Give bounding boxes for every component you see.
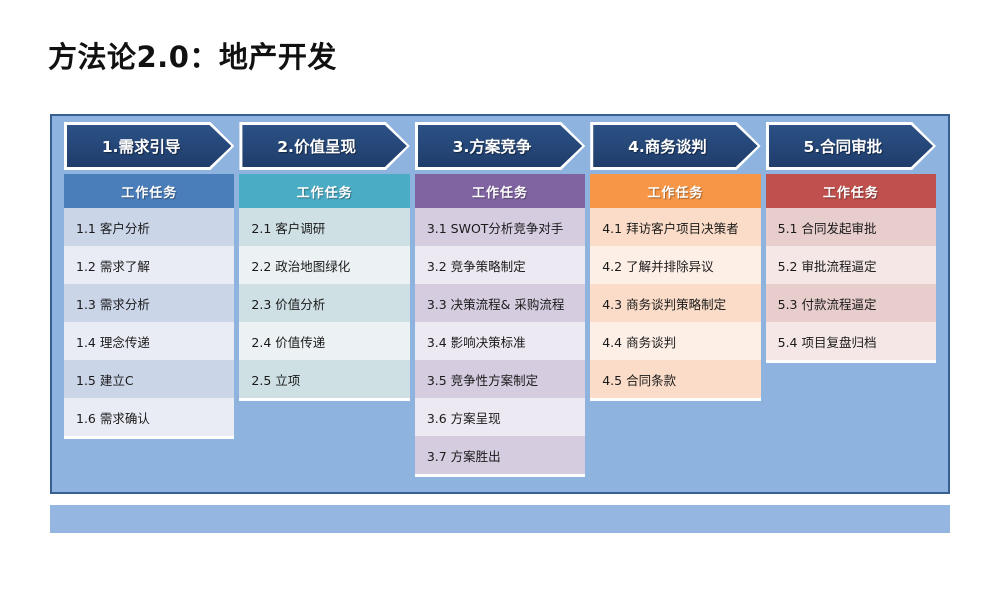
task-item[interactable]: 1.6 需求确认	[64, 398, 235, 436]
task-header-3: 工作任务	[414, 174, 586, 208]
task-item[interactable]: 5.3 付款流程逼定	[765, 284, 937, 322]
stage-chevron-5[interactable]: 5.合同审批	[766, 122, 936, 170]
chevron-body: 2.价值呈现	[242, 125, 406, 167]
chevron-body: 3.方案竞争	[418, 125, 582, 167]
stage-label: 1.需求引导	[101, 138, 181, 156]
stage-chevron-4[interactable]: 4.商务谈判	[590, 122, 760, 170]
task-item[interactable]: 5.4 项目复盘归档	[765, 322, 937, 360]
task-item[interactable]: 2.3 价值分析	[239, 284, 410, 322]
task-item[interactable]: 3.5 竞争性方案制定	[414, 360, 586, 398]
stage-chevron-3[interactable]: 3.方案竞争	[415, 122, 585, 170]
task-item[interactable]: 2.1 客户调研	[239, 208, 410, 246]
task-item[interactable]: 1.5 建立C	[64, 360, 235, 398]
task-item[interactable]: 5.2 审批流程逼定	[765, 246, 937, 284]
task-item[interactable]: 1.2 需求了解	[64, 246, 235, 284]
stage-label: 5.合同审批	[803, 138, 883, 156]
stage-chevron-2[interactable]: 2.价值呈现	[239, 122, 409, 170]
stage-label: 3.方案竞争	[452, 138, 532, 156]
task-item[interactable]: 2.2 政治地图绿化	[239, 246, 410, 284]
chevron-body: 5.合同审批	[769, 125, 933, 167]
page-title: 方法论2.0：地产开发	[48, 40, 337, 74]
footer-bar	[50, 505, 950, 533]
task-item[interactable]: 4.5 合同条款	[590, 360, 761, 398]
task-header-4: 工作任务	[590, 174, 761, 208]
task-item[interactable]: 3.2 竞争策略制定	[414, 246, 586, 284]
task-item[interactable]: 3.1 SWOT分析竞争对手	[414, 208, 586, 246]
chevron-body: 4.商务谈判	[593, 125, 757, 167]
task-item[interactable]: 4.4 商务谈判	[590, 322, 761, 360]
task-item[interactable]: 1.1 客户分析	[64, 208, 235, 246]
task-item[interactable]: 4.2 了解并排除异议	[590, 246, 761, 284]
stage-label: 4.商务谈判	[628, 138, 707, 156]
task-item[interactable]: 3.4 影响决策标准	[414, 322, 586, 360]
task-header-2: 工作任务	[239, 174, 410, 208]
task-header-5: 工作任务	[765, 174, 937, 208]
chevron-body: 1.需求引导	[67, 125, 231, 167]
stage-label: 2.价值呈现	[277, 138, 356, 156]
task-item[interactable]: 3.3 决策流程& 采购流程	[414, 284, 586, 322]
task-item[interactable]: 5.1 合同发起审批	[765, 208, 937, 246]
task-item[interactable]: 3.7 方案胜出	[414, 436, 586, 474]
task-item[interactable]: 4.1 拜访客户项目决策者	[590, 208, 761, 246]
task-item[interactable]: 4.3 商务谈判策略制定	[590, 284, 761, 322]
task-item[interactable]: 3.6 方案呈现	[414, 398, 586, 436]
task-item[interactable]: 2.4 价值传递	[239, 322, 410, 360]
task-item[interactable]: 2.5 立项	[239, 360, 410, 398]
task-header-1: 工作任务	[64, 174, 235, 208]
stage-chevron-1[interactable]: 1.需求引导	[64, 122, 234, 170]
task-item[interactable]: 1.3 需求分析	[64, 284, 235, 322]
task-item[interactable]: 1.4 理念传递	[64, 322, 235, 360]
